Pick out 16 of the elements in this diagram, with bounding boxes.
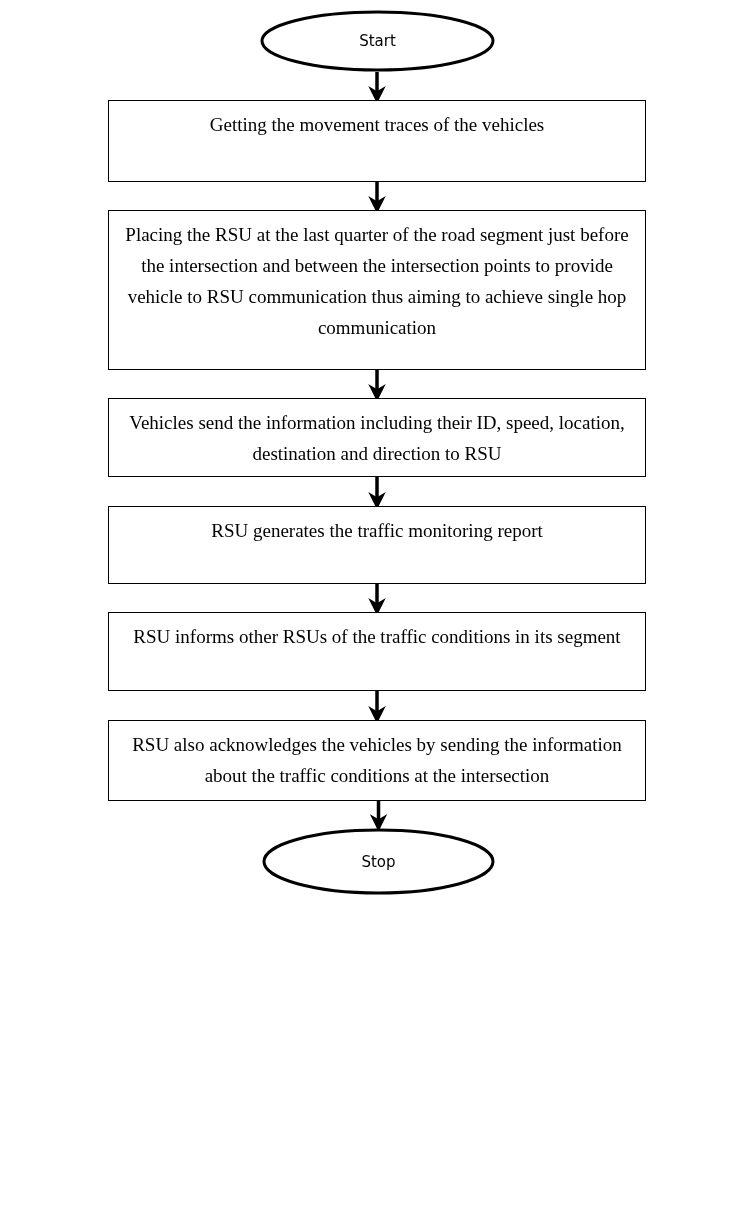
terminal-ellipse: [262, 828, 495, 895]
step-text: Stop: [361, 852, 396, 871]
process-box: [108, 210, 646, 370]
step-text: Vehicles send the information including their ID, speed, location, destination and direction to RSU: [129, 412, 625, 464]
step-text: RSU informs other RSUs of the traffic conditions in its segment: [133, 626, 621, 647]
step-text: Start: [359, 32, 396, 50]
process-box: [108, 720, 646, 801]
step-text: Placing the RSU at the last quarter of the road segment just before the intersection and between the intersection points to provide vehicle to RSU communication thus aiming to achieve single hop communication: [125, 224, 629, 338]
step-text: Getting the movement traces of the vehicles: [209, 114, 545, 135]
process-box: [108, 506, 646, 584]
step-text: RSU also acknowledges the vehicles by sending the information about the traffic conditions at the intersection: [132, 734, 622, 786]
process-box: [108, 398, 646, 477]
step-text: RSU generates the traffic monitoring report: [211, 520, 543, 541]
process-box: [108, 100, 646, 182]
terminal-ellipse: [260, 10, 495, 72]
process-box: [108, 612, 646, 691]
